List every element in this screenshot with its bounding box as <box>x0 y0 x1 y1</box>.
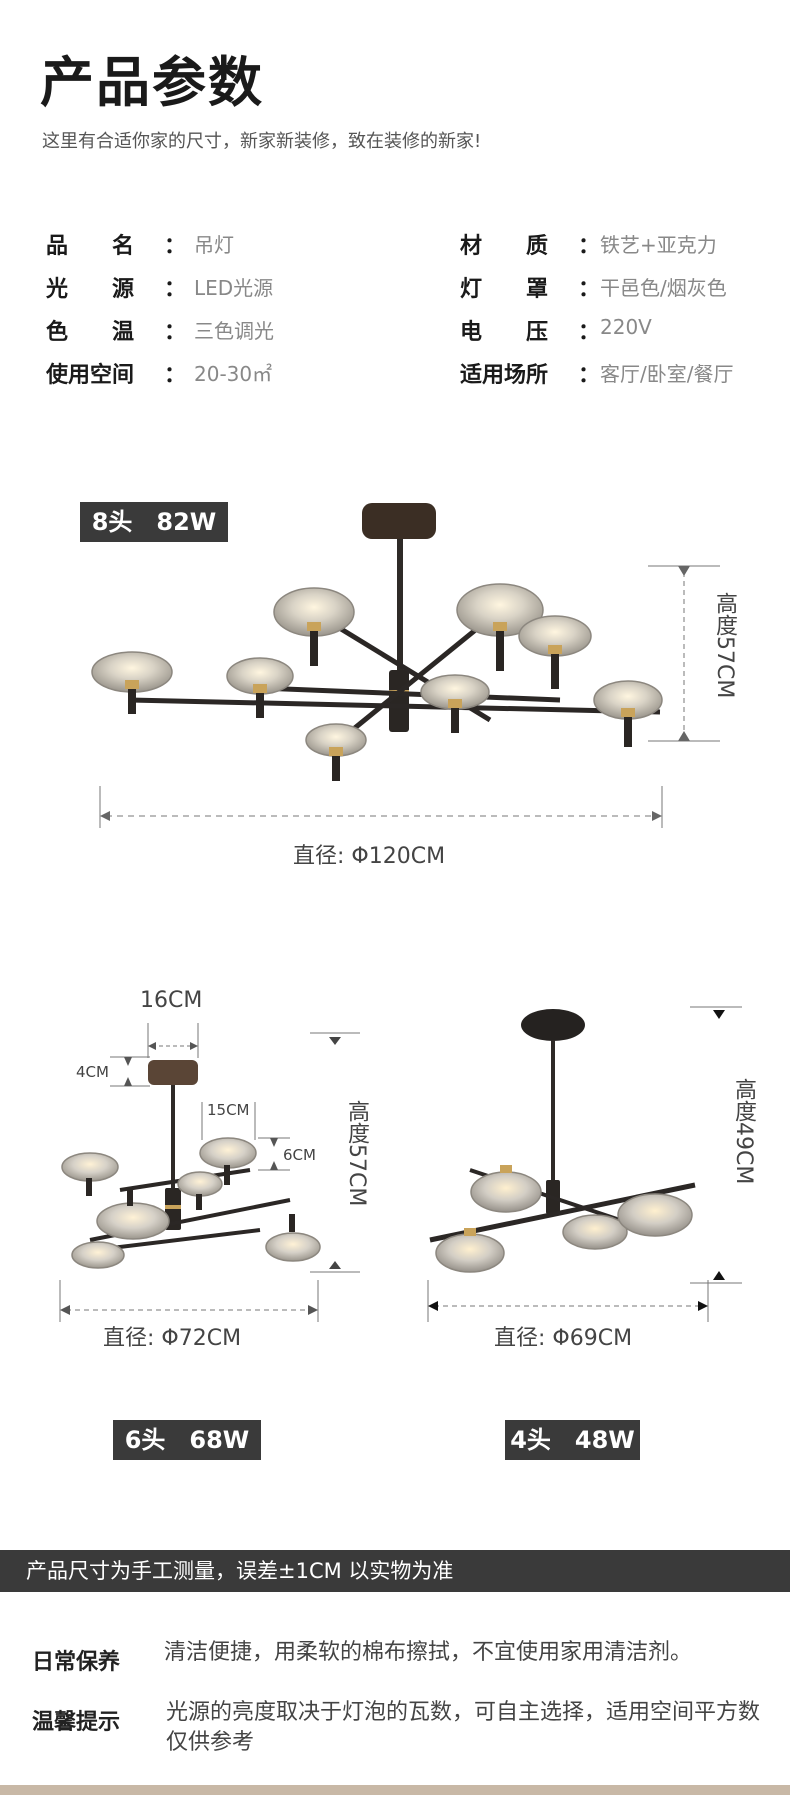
model-badge-6-head: 6头 68W <box>113 1420 261 1460</box>
care-label-tips: 温馨提示 <box>32 1710 121 1735</box>
spec-value: 铁艺+亚克力 <box>600 233 717 257</box>
spec-label: 光 源 <box>46 277 135 302</box>
spec-value: 吊灯 <box>194 233 234 257</box>
canopy-height-label: 4CM <box>76 1063 109 1081</box>
height-label-4-head: 高度49CM <box>731 1078 756 1185</box>
height-label-6-head: 高度57CM <box>344 1100 369 1207</box>
spec-value: 20-30㎡ <box>194 362 273 386</box>
height-label-8-head: 高度57CM <box>712 592 737 699</box>
spec-value: LED光源 <box>194 276 274 300</box>
care-label-maintenance: 日常保养 <box>32 1650 121 1675</box>
chandelier-4-head-image <box>427 1006 742 1322</box>
model-badge-4-head: 4头 48W <box>505 1420 640 1460</box>
spec-colon: ： <box>164 363 187 388</box>
care-text-maintenance: 清洁便捷，用柔软的棉布擦拭，不宜使用家用清洁剂。 <box>164 1640 693 1665</box>
spec-colon: ： <box>164 320 187 345</box>
spec-label: 色 温 <box>46 320 135 345</box>
canopy-width-label: 16CM <box>140 988 203 1013</box>
measurement-notice-bar: 产品尺寸为手工测量，误差±1CM 以实物为准 <box>0 1550 790 1592</box>
spec-colon: ： <box>578 234 601 259</box>
spec-value: 客厅/卧室/餐厅 <box>600 362 734 386</box>
shade-height-label: 6CM <box>283 1146 316 1164</box>
page-subtitle: 这里有合适你家的尺寸，新家新装修，致在装修的新家! <box>42 131 482 152</box>
bottom-decoration-strip <box>0 1785 790 1795</box>
diameter-label-4-head: 直径: Φ69CM <box>494 1326 633 1351</box>
measurement-notice-text: 产品尺寸为手工测量，误差±1CM 以实物为准 <box>26 1559 454 1583</box>
spec-label: 电 压 <box>460 320 549 345</box>
spec-value: 220V <box>600 315 652 339</box>
care-text-tips: 光源的亮度取决于灯泡的瓦数，可自主选择，适用空间平方数仅供参考 <box>166 1700 761 1755</box>
shade-width-label: 15CM <box>207 1101 250 1119</box>
diameter-label-8-head: 直径: Φ120CM <box>293 844 446 869</box>
spec-value: 三色调光 <box>194 319 274 343</box>
spec-label: 灯 罩 <box>460 277 549 302</box>
spec-value: 干邑色/烟灰色 <box>600 276 727 300</box>
spec-label: 使用空间 <box>46 363 135 388</box>
spec-colon: ： <box>164 234 187 259</box>
spec-colon: ： <box>578 363 601 388</box>
chandelier-8-head-image <box>91 503 720 828</box>
spec-colon: ： <box>578 277 601 302</box>
spec-label: 适用场所 <box>460 363 549 388</box>
spec-colon: ： <box>164 277 187 302</box>
spec-label: 材 质 <box>460 234 549 259</box>
model-badge-8-head: 8头 82W <box>80 502 228 542</box>
spec-label: 品 名 <box>46 234 135 259</box>
spec-colon: ： <box>578 320 601 345</box>
page-title: 产品参数 <box>40 51 264 114</box>
chandelier-6-head-image <box>59 1023 360 1322</box>
diameter-label-6-head: 直径: Φ72CM <box>103 1326 242 1351</box>
